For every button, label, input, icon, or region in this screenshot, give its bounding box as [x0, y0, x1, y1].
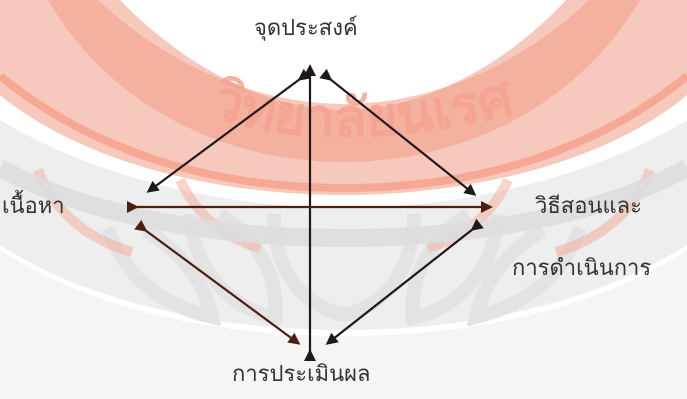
purpose-label: จุดประสงค์ [254, 18, 358, 40]
arrow-purpose-content [149, 79, 300, 191]
arrow-purpose-method [330, 79, 474, 194]
arrow-method-assessment [328, 229, 473, 343]
assessment-label: การประเมินผล [232, 364, 371, 386]
method-label-line-1: วิธีสอนและ [535, 196, 642, 218]
method-label-line-2: การดำเนินการ [512, 258, 651, 280]
arrow-content-assessment [145, 230, 298, 343]
content-label: เนื้อหา [2, 196, 65, 218]
